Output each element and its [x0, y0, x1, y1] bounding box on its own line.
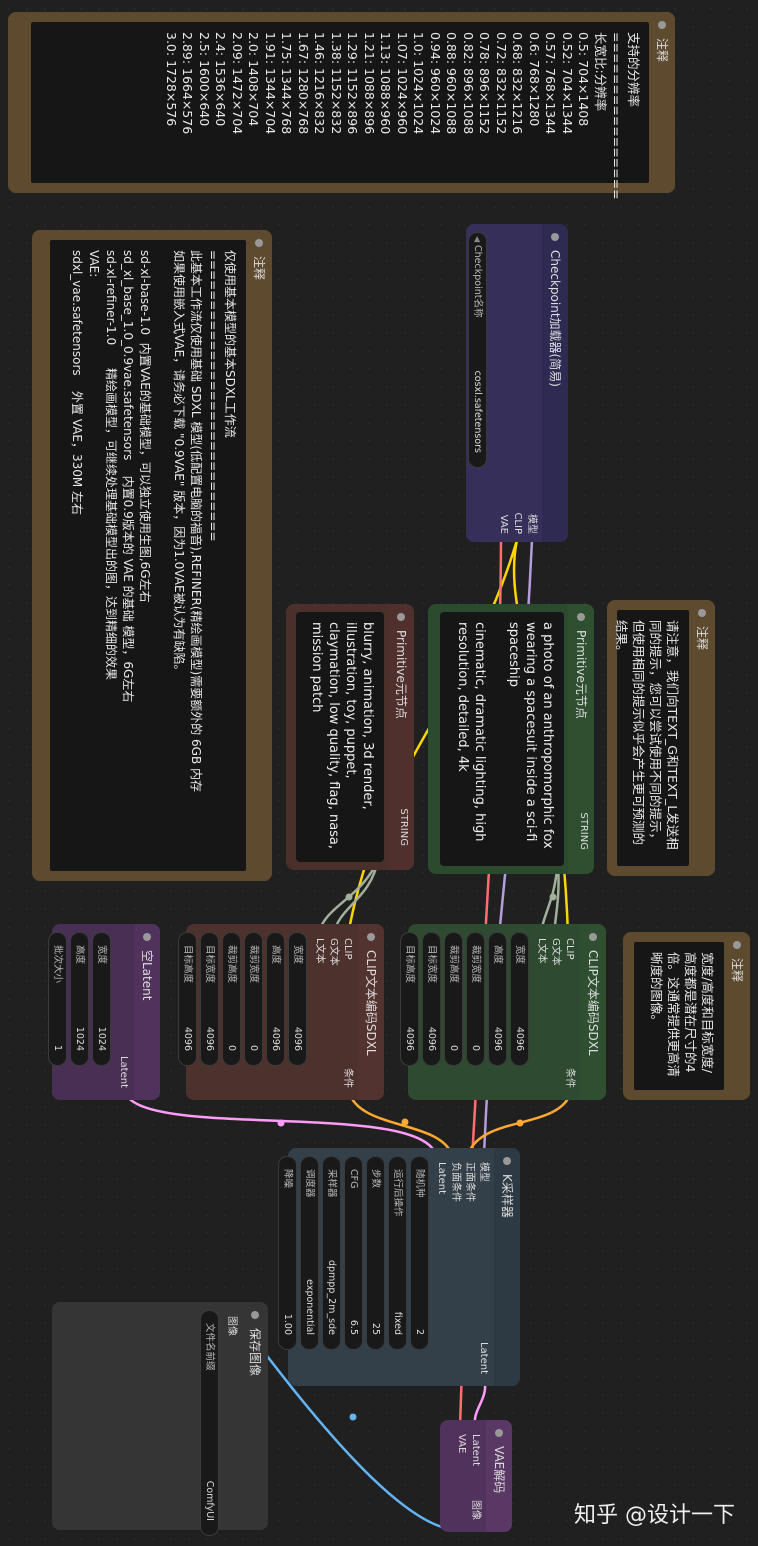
note-text[interactable]: 支持的分辨率 ================ 长宽比:分辨率 0.5: 704…: [31, 22, 649, 200]
node-title: CLIP文本编码SDXL: [364, 950, 378, 1056]
node-title: CLIP文本编码SDXL: [586, 950, 600, 1056]
note-basic-workflow[interactable]: 注释 仅使用基本模型的基本SDXL工作流 ===================…: [32, 230, 272, 881]
output-clip[interactable]: CLIP: [512, 512, 523, 534]
node-title: K采样器: [500, 1174, 514, 1218]
input-text-g[interactable]: G文本: [550, 938, 561, 966]
collapse-dot-icon[interactable]: [733, 941, 741, 949]
input-clip[interactable]: CLIP: [564, 938, 575, 960]
note-prompt[interactable]: 注释 请注意，我们向TEXT_G和TEXT_L发送相同的提示，您可以尝试使用不同…: [607, 600, 715, 876]
output-conditioning[interactable]: 条件: [342, 1068, 353, 1088]
input-text-l[interactable]: L文本: [536, 938, 547, 964]
note-text[interactable]: 宽度/高度和目标宽度/高度都是潜在尺寸的4倍。这通常提供更高清晰度的图像。: [634, 942, 724, 1090]
output-model[interactable]: 模型: [526, 514, 537, 534]
output-conditioning[interactable]: 条件: [564, 1068, 575, 1088]
node-title: 空Latent: [140, 950, 154, 1001]
input-negative[interactable]: 负面条件: [450, 1162, 461, 1202]
checkpoint-name-select[interactable]: ◀ Checkpoint名称 cosxl.safetensors: [468, 232, 487, 468]
collapse-dot-icon[interactable]: [255, 239, 263, 247]
checkpoint-loader-node[interactable]: Checkpoint加载器(简易) 模型 CLIP VAE ◀ Checkpoi…: [466, 224, 568, 542]
input-vae[interactable]: VAE: [456, 1434, 467, 1454]
node-title: Checkpoint加载器(简易): [548, 250, 562, 387]
watermark: 知乎 @设计一下: [574, 1503, 735, 1528]
input-model[interactable]: 模型: [478, 1162, 489, 1182]
collapse-dot-icon[interactable]: [589, 933, 597, 941]
note-title: 注释: [655, 38, 669, 63]
input-latent[interactable]: Latent: [470, 1434, 481, 1467]
output-string[interactable]: STRING: [578, 812, 589, 850]
collapse-dot-icon[interactable]: [251, 1311, 259, 1319]
input-clip[interactable]: CLIP: [342, 938, 353, 960]
input-positive[interactable]: 正面条件: [464, 1162, 475, 1202]
note-title: 注释: [695, 626, 709, 651]
collapse-dot-icon[interactable]: [551, 233, 559, 241]
output-latent[interactable]: Latent: [478, 1341, 489, 1374]
note-title: 注释: [252, 256, 266, 281]
primitive-negative-node[interactable]: Primitive元节点 STRING blurry, animation, 3…: [286, 604, 414, 870]
collapse-dot-icon[interactable]: [367, 933, 375, 941]
note-resolutions[interactable]: 注释 支持的分辨率 ================ 长宽比:分辨率 0.5: …: [8, 12, 675, 200]
node-title: 保存图像: [248, 1328, 262, 1377]
output-latent[interactable]: Latent: [118, 1055, 129, 1088]
positive-prompt-textarea[interactable]: a photo of an anthropomorphic fox wearin…: [440, 612, 564, 866]
note-text[interactable]: 请注意，我们向TEXT_G和TEXT_L发送相同的提示，您可以尝试使用不同的提示…: [614, 610, 689, 866]
input-latent[interactable]: Latent: [436, 1162, 447, 1195]
collapse-dot-icon[interactable]: [577, 613, 585, 621]
collapse-dot-icon[interactable]: [143, 933, 151, 941]
primitive-positive-node[interactable]: Primitive元节点 STRING a photo of an anthro…: [428, 604, 594, 874]
wire-cond-neg: [347, 1091, 454, 1156]
note-text[interactable]: 仅使用基本模型的基本SDXL工作流 ======================…: [50, 240, 246, 871]
collapse-dot-icon[interactable]: [495, 1429, 503, 1437]
input-text-l[interactable]: L文本: [314, 938, 325, 964]
output-vae[interactable]: VAE: [498, 514, 509, 534]
node-title: Primitive元节点: [574, 630, 588, 719]
note-title: 注释: [730, 958, 744, 983]
input-image[interactable]: 图像: [226, 1316, 237, 1336]
negative-prompt-textarea[interactable]: blurry, animation, 3d render, illustrati…: [296, 612, 384, 862]
collapse-dot-icon[interactable]: [658, 21, 666, 29]
output-string[interactable]: STRING: [398, 808, 409, 846]
collapse-dot-icon[interactable]: [698, 609, 706, 617]
output-image[interactable]: 图像: [470, 1500, 481, 1520]
collapse-dot-icon[interactable]: [397, 613, 405, 621]
chevron-left-icon[interactable]: ◀: [473, 236, 482, 243]
input-text-g[interactable]: G文本: [328, 938, 339, 966]
collapse-dot-icon[interactable]: [503, 1157, 511, 1165]
node-title: Primitive元节点: [394, 630, 408, 719]
note-size[interactable]: 注释 宽度/高度和目标宽度/高度都是潜在尺寸的4倍。这通常提供更高清晰度的图像。: [623, 932, 750, 1100]
vae-decode-node[interactable]: VAE解码 Latent VAE 图像: [440, 1420, 512, 1532]
node-title: VAE解码: [492, 1446, 506, 1494]
